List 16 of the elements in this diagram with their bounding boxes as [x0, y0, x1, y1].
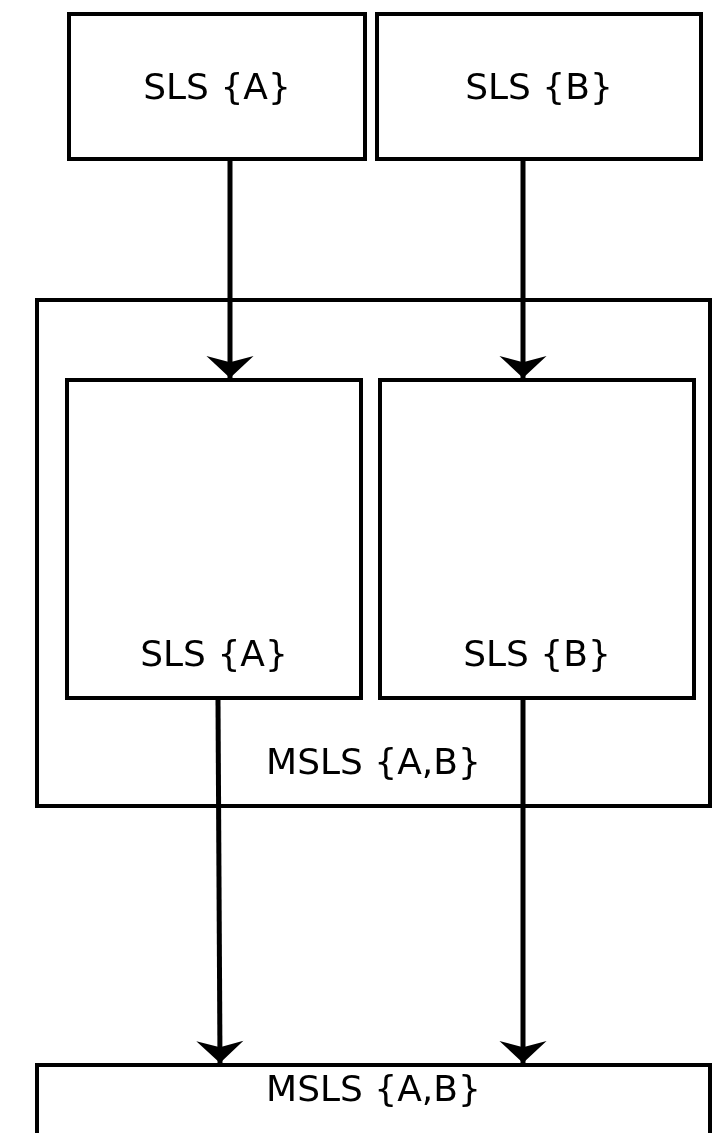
process-box	[35, 1063, 712, 1133]
box-label: MSLS {A,B}	[266, 740, 481, 784]
arrow	[196, 700, 244, 1063]
box-label: SLS {B}	[463, 632, 611, 676]
box-label: SLS {A}	[143, 64, 291, 109]
box-label: SLS {B}	[465, 64, 613, 109]
process-box	[67, 12, 367, 161]
box-label: MSLS {A,B}	[266, 1067, 481, 1111]
inner-box	[378, 378, 696, 700]
arrow	[499, 700, 547, 1063]
process-box	[375, 12, 703, 161]
arrow	[206, 161, 254, 378]
inner-box	[65, 378, 363, 700]
box-label: SLS {A}	[140, 632, 288, 676]
process-box	[35, 298, 712, 808]
arrow	[499, 161, 547, 378]
